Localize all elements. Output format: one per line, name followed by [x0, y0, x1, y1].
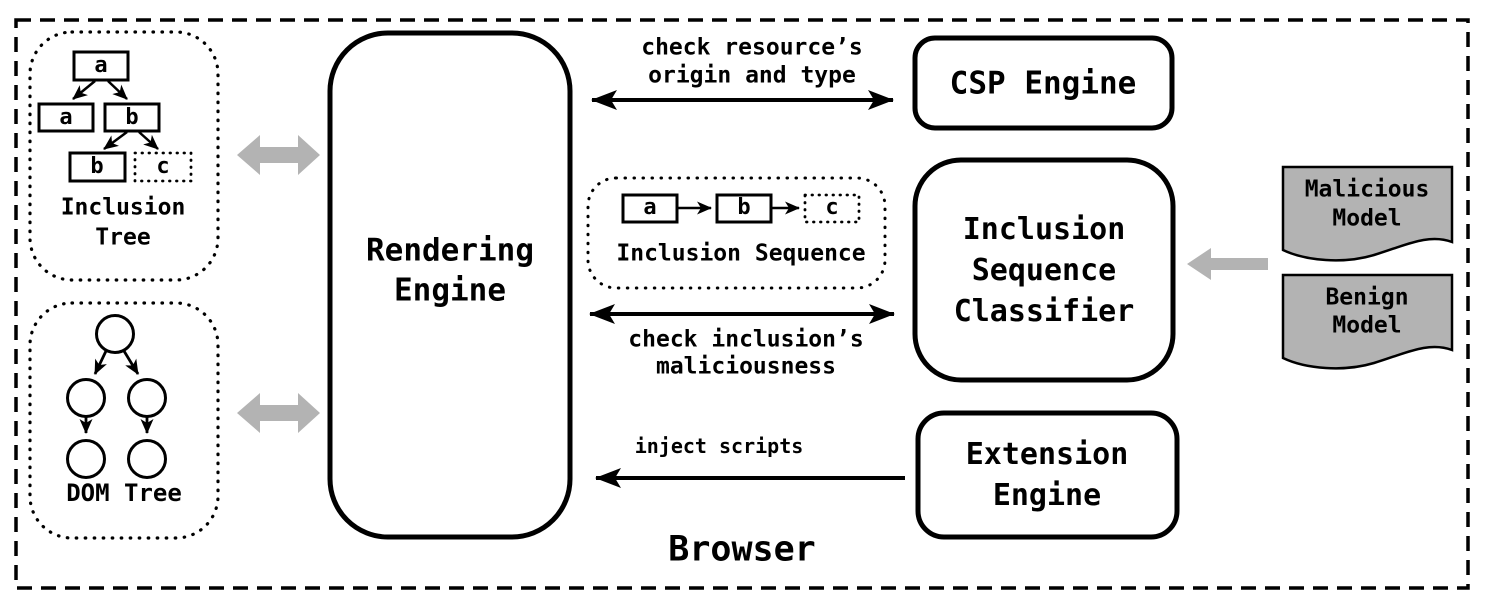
inclusion-tree-grand-right-label: c — [156, 154, 170, 179]
extension-arrow-label: inject scripts — [634, 434, 804, 458]
sequence-node-b — [715, 193, 773, 224]
classifier-label-line1: Inclusion — [962, 212, 1126, 247]
inclusion-tree-child-left-label: a — [59, 105, 73, 130]
classifier-arrow-label-line2: maliciousness — [655, 353, 837, 380]
extension-engine-label-line2: Engine — [992, 478, 1102, 513]
sequence-node-c — [803, 193, 861, 224]
inclusion-tree-node-child-left — [37, 102, 95, 133]
csp-arrow-label-line2: origin and type — [648, 62, 856, 89]
sequence-node-a-label: a — [643, 195, 657, 220]
dom-tree-rendering-arrow — [237, 393, 320, 433]
dom-tree-title: DOM Tree — [66, 479, 182, 507]
inclusion-tree-rendering-arrow — [237, 135, 320, 175]
inclusion-tree-child-right-label: b — [125, 105, 139, 130]
inclusion-tree-title-line1: Inclusion — [60, 194, 186, 221]
inclusion-tree-node-root — [72, 50, 130, 82]
browser-boundary — [14, 18, 1470, 590]
models-classifier-arrow — [1187, 248, 1268, 280]
csp-engine-label: CSP Engine — [949, 65, 1137, 102]
sequence-node-c-label: c — [825, 195, 839, 220]
inclusion-tree-title-line2: Tree — [95, 224, 151, 251]
inclusion-tree-node-child-right — [103, 102, 161, 133]
dom-tree-nodes — [66, 314, 167, 479]
rendering-engine-label-line2: Engine — [394, 272, 506, 309]
malicious-model-label-line1: Malicious — [1304, 176, 1430, 203]
malicious-model-document — [1281, 165, 1454, 262]
inclusion-sequence-container — [586, 176, 887, 290]
benign-model-label-line1: Benign — [1325, 284, 1409, 311]
benign-model-document — [1281, 273, 1454, 370]
malicious-model-label-line2: Model — [1332, 205, 1402, 232]
rendering-engine-label-line1: Rendering — [366, 232, 534, 269]
inclusion-sequence-title: Inclusion Sequence — [616, 240, 866, 267]
inclusion-tree-root-label: a — [94, 53, 108, 78]
browser-title: Browser — [668, 529, 816, 570]
extension-engine-box — [915, 410, 1180, 540]
classifier-label-line3: Classifier — [953, 294, 1135, 329]
inclusion-sequence-classifier-box — [912, 157, 1176, 383]
sequence-node-a — [621, 193, 679, 224]
csp-arrow-label-line1: check resource’s — [641, 34, 863, 61]
inclusion-tree-container — [28, 30, 220, 282]
csp-engine-box — [912, 35, 1175, 131]
rendering-engine-box — [327, 30, 573, 540]
inclusion-tree-node-grand-left — [68, 151, 127, 183]
inclusion-tree-edges — [72, 80, 159, 151]
inclusion-tree-grand-left-label: b — [90, 154, 104, 179]
dom-tree-edges — [79, 350, 154, 434]
sequence-node-b-label: b — [737, 195, 751, 220]
classifier-arrow-label-line1: check inclusion’s — [628, 326, 864, 353]
inclusion-tree-node-grand-right — [133, 151, 193, 183]
benign-model-label-line2: Model — [1332, 312, 1402, 339]
classifier-label-line2: Sequence — [971, 253, 1117, 288]
extension-engine-label-line1: Extension — [965, 437, 1129, 472]
